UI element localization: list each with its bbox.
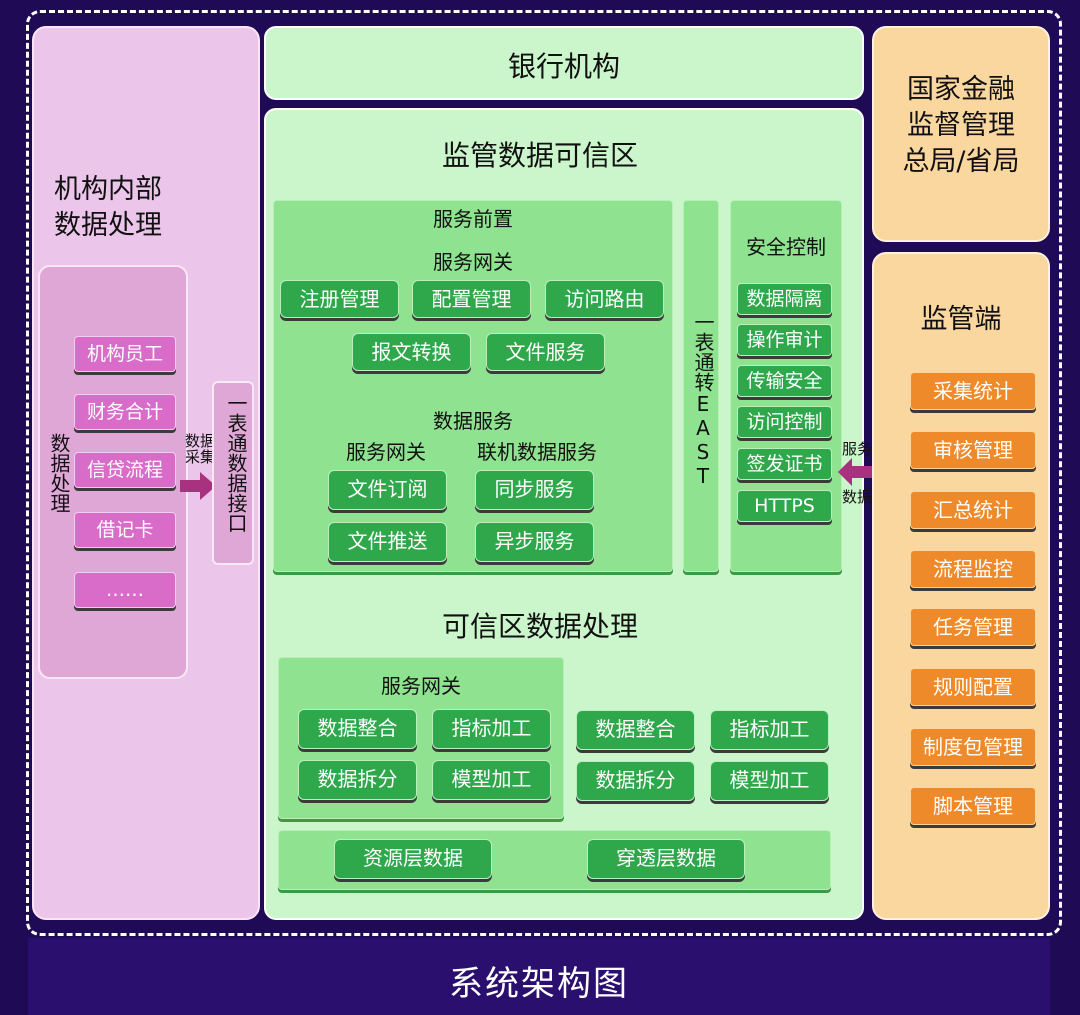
regulator-hq-title: 国家金融 监督管理 总局/省局 <box>872 72 1050 180</box>
collect-label-line2: 采集 <box>184 448 215 466</box>
interface-label: 一表通数据接口 <box>224 393 248 533</box>
processing-title: 可信区数据处理 <box>441 610 638 643</box>
item-finance[interactable]: 财务合计 <box>74 394 176 430</box>
security-title: 安全控制 <box>746 235 826 259</box>
diagram-frame <box>26 10 1062 936</box>
processing-gateway-title: 服务网关 <box>381 674 461 698</box>
collect-label: 数据 采集 <box>180 433 220 465</box>
left-data-merge-button[interactable]: 数据整合 <box>298 709 417 749</box>
https-button[interactable]: HTTPS <box>737 490 832 522</box>
audit-management-button[interactable]: 审核管理 <box>910 431 1036 469</box>
item-more[interactable]: …… <box>74 572 176 608</box>
sync-service-button[interactable]: 同步服务 <box>475 470 594 510</box>
summary-stats-button[interactable]: 汇总统计 <box>910 491 1036 529</box>
file-service-button[interactable]: 文件服务 <box>486 333 605 371</box>
message-convert-button[interactable]: 报文转换 <box>352 333 471 371</box>
online-data-service-title: 联机数据服务 <box>477 440 597 464</box>
service-front-title: 服务前置 <box>433 207 513 231</box>
script-management-button[interactable]: 脚本管理 <box>910 787 1036 825</box>
right-data-split-button[interactable]: 数据拆分 <box>576 761 695 801</box>
trusted-zone-title: 监管数据可信区 <box>441 139 638 172</box>
regulator-hq-line1: 国家金融 <box>907 74 1015 105</box>
collect-arrow-icon <box>180 472 216 500</box>
regulator-hq-line3: 总局/省局 <box>902 146 1020 177</box>
bank-panel <box>264 26 864 100</box>
internal-processing-title-line2: 数据处理 <box>54 210 162 241</box>
config-management-button[interactable]: 配置管理 <box>412 280 531 318</box>
collect-label-line1: 数据 <box>184 432 215 450</box>
service-front-box <box>273 200 673 572</box>
bank-title: 银行机构 <box>507 50 620 83</box>
footer-title: 系统架构图 <box>449 964 629 1004</box>
async-service-button[interactable]: 异步服务 <box>475 522 594 562</box>
operation-audit-button[interactable]: 操作审计 <box>737 324 832 356</box>
data-service-gateway-title: 服务网关 <box>346 440 426 464</box>
access-routing-button[interactable]: 访问路由 <box>545 280 664 318</box>
register-management-button[interactable]: 注册管理 <box>280 280 399 318</box>
item-debit-card[interactable]: 借记卡 <box>74 512 176 548</box>
data-service-title: 数据服务 <box>433 409 513 433</box>
file-push-button[interactable]: 文件推送 <box>328 522 447 562</box>
transfer-security-button[interactable]: 传输安全 <box>737 365 832 397</box>
issue-certificate-button[interactable]: 签发证书 <box>737 448 832 480</box>
rule-config-button[interactable]: 规则配置 <box>910 668 1036 706</box>
item-staff[interactable]: 机构员工 <box>74 336 176 372</box>
internal-processing-title-line1: 机构内部 <box>54 174 162 205</box>
data-processing-side-label: 数据处理 <box>47 433 71 513</box>
policy-package-button[interactable]: 制度包管理 <box>910 728 1036 766</box>
penetration-layer-button[interactable]: 穿透层数据 <box>587 839 745 879</box>
resource-layer-button[interactable]: 资源层数据 <box>334 839 492 879</box>
right-model-process-button[interactable]: 模型加工 <box>710 761 829 801</box>
right-indicator-process-button[interactable]: 指标加工 <box>710 710 829 750</box>
left-indicator-process-button[interactable]: 指标加工 <box>432 709 551 749</box>
east-label: 一表通转EAST <box>691 312 715 488</box>
left-data-split-button[interactable]: 数据拆分 <box>298 760 417 800</box>
left-model-process-button[interactable]: 模型加工 <box>432 760 551 800</box>
file-subscribe-button[interactable]: 文件订阅 <box>328 470 447 510</box>
right-data-merge-button[interactable]: 数据整合 <box>576 710 695 750</box>
east-box <box>683 200 719 572</box>
footer-bar <box>28 938 1050 1015</box>
collect-stats-button[interactable]: 采集统计 <box>910 372 1036 410</box>
access-control-button[interactable]: 访问控制 <box>737 406 832 438</box>
regulator-hq-line2: 监督管理 <box>907 110 1015 141</box>
process-monitor-button[interactable]: 流程监控 <box>910 550 1036 588</box>
item-credit[interactable]: 信贷流程 <box>74 452 176 488</box>
data-isolation-button[interactable]: 数据隔离 <box>737 283 832 315</box>
internal-processing-title: 机构内部 数据处理 <box>40 172 190 244</box>
service-gateway-title: 服务网关 <box>433 250 513 274</box>
task-management-button[interactable]: 任务管理 <box>910 608 1036 646</box>
regulator-hq-panel <box>872 26 1050 242</box>
regulator-title: 监管端 <box>920 304 1002 335</box>
interface-box <box>212 381 254 565</box>
